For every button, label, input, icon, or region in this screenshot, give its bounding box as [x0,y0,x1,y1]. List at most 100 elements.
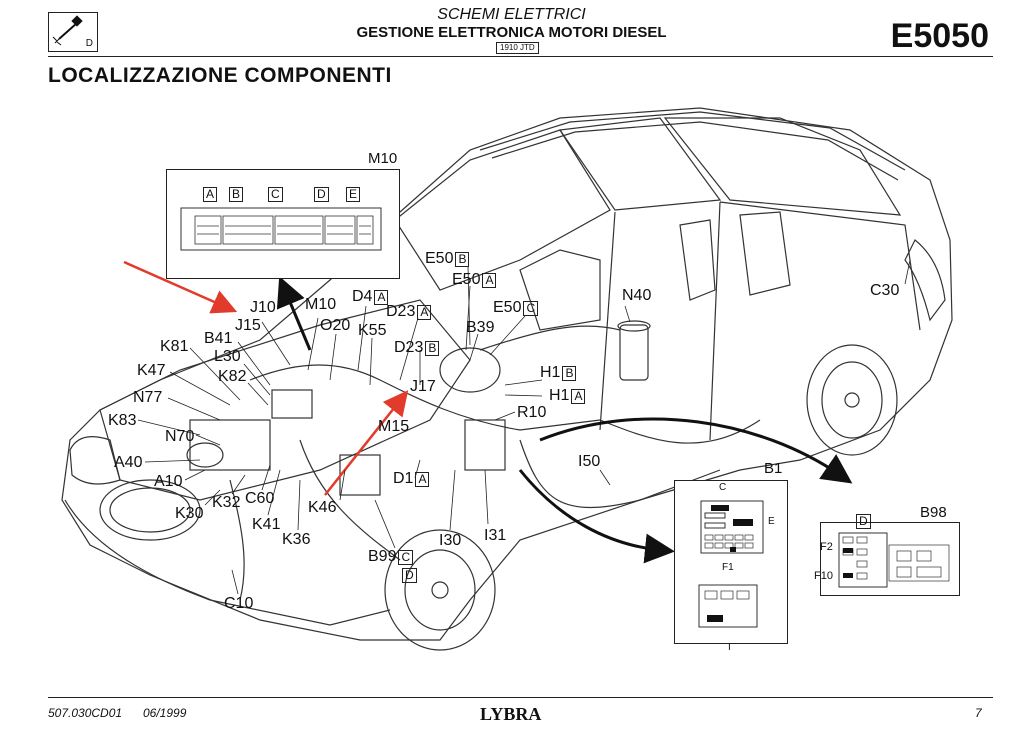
red-arrow-j15 [123,260,238,314]
front-wheel [384,529,496,651]
a-pillar [599,211,616,431]
series-title: SCHEMI ELETTRICI [437,6,586,23]
m10-pin-a: A [203,187,218,202]
engine-block [189,419,271,471]
front-side-window [558,117,722,211]
label-k30: K30 [175,505,204,522]
label-a10: A10 [154,473,183,490]
window-line [719,201,921,331]
label-e50b-box: B [455,252,470,267]
b98-detail-title: B98 [920,504,947,521]
fuel-pump [619,324,649,381]
b1-fusebox-drawing [698,500,764,628]
label-b99-box-d: D [402,568,417,583]
label-b41: B41 [204,330,233,347]
b1-callout-arrow [518,469,675,564]
label-e50a-text: E50 [452,271,481,288]
label-b99-text: B99 [368,548,397,565]
label-b39: B39 [466,319,495,336]
label-h1b-box: B [562,366,577,381]
label-d23b-box: B [425,341,440,356]
subtitle: GESTIONE ELETTRONICA MOTORI DIESEL [356,24,667,41]
label-d23a-text: D23 [386,303,416,320]
footer-date: 06/1999 [143,706,187,720]
headlight [69,436,121,485]
footer-doc-code: 507.030CD01 [48,706,123,720]
label-o20: O20 [320,317,351,334]
label-i31: I31 [484,527,507,544]
icon-letter: D [85,38,93,49]
label-k47: K47 [137,362,166,379]
label-a40: A40 [114,454,143,471]
m10-connector-drawing [180,207,382,251]
ecu-module [271,389,313,419]
label-k41: K41 [252,516,281,533]
pulley [186,442,224,468]
footer-page: 7 [975,706,982,720]
label-h1a-box: A [571,389,586,404]
label-r10: R10 [517,404,547,421]
label-h1a-text: H1 [549,387,570,404]
label-d1a-text: D1 [393,470,414,487]
instrument-cluster [439,347,501,393]
front-grille [99,479,201,541]
label-d4a-text: D4 [352,288,373,305]
seat [679,219,716,301]
m10-detail-box [166,169,400,279]
wiring-harness [249,364,601,431]
label-d23a-box: A [417,305,432,320]
m10-pin-b: B [229,187,244,202]
label-n70: N70 [165,428,195,445]
header-icon-box: D [48,12,98,52]
m10-pin-d: D [314,187,329,202]
section-title: LOCALIZZAZIONE COMPONENTI [48,64,392,87]
label-m15: M15 [378,418,410,435]
label-k32: K32 [212,494,241,511]
b1-detail-title: B1 [764,460,783,477]
label-m10: M10 [305,296,337,313]
roof-rail-inner [491,121,899,181]
roof-rail [479,111,906,171]
hood-area [99,299,471,501]
label-k82: K82 [218,368,247,385]
battery [339,454,381,496]
b98-detail-box [820,522,960,596]
label-n40: N40 [622,287,652,304]
footer-divider [48,697,993,698]
car-body-outline [61,107,953,641]
fuse-box [464,419,506,471]
label-c10: C10 [224,595,254,612]
header-divider [48,56,993,57]
label-d1a-box: A [415,472,430,487]
label-n77: N77 [133,389,163,406]
rear-light [904,239,946,322]
label-i50: I50 [578,453,601,470]
injector-icon [52,15,83,46]
label-k83: K83 [108,412,137,429]
label-j10: J10 [250,299,276,316]
label-k46: K46 [308,499,337,516]
label-e50b-text: E50 [425,250,454,267]
b1-label-i: I [728,642,731,653]
red-arrow-j17 [324,390,409,496]
label-e50c-text: E50 [493,299,522,316]
b1-label-c: C [719,482,727,493]
b1-label-e: E [768,516,775,527]
m10-callout-arrow [276,276,312,351]
label-e50a-box: A [482,273,497,288]
label-c30: C30 [870,282,900,299]
label-c60: C60 [245,490,275,507]
label-b99-box-c: C [398,550,414,565]
b98-tag: D [856,514,871,529]
front-bumper [64,499,391,626]
